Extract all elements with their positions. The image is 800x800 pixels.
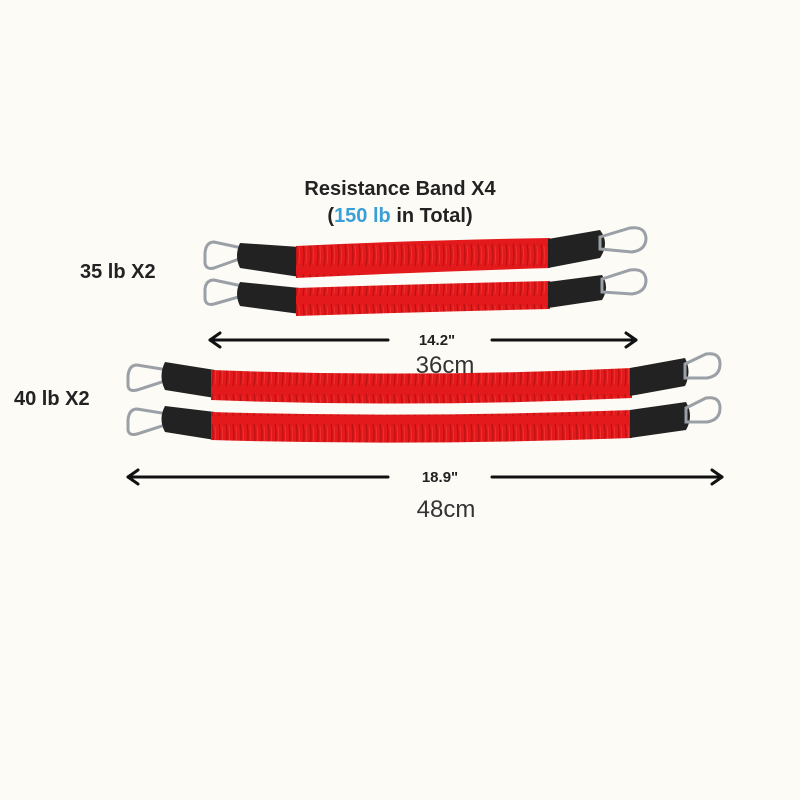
band-35lb-1 [203,226,648,278]
carabiner-clip-icon [203,240,244,270]
carabiner-clip-icon [683,352,722,380]
grip-left [161,362,215,398]
band-body [296,281,550,316]
carabiner-clip-icon [203,278,244,306]
carabiner-clip-icon [600,268,648,296]
total-weight: (150 lb in Total) [0,205,800,228]
group-label-40lb: 40 lb X2 [14,388,90,410]
grip-right [630,402,690,438]
length-cm-35lb: 36cm [415,352,475,379]
length-inches-40lb: 18.9" [421,469,459,486]
band-40lb-1 [126,352,722,404]
carabiner-clip-icon [598,226,648,254]
length-cm-40lb: 48cm [416,496,476,523]
length-inches-35lb: 14.2" [418,332,456,349]
product-title: Resistance Band X4 [304,178,496,200]
band-35lb-2 [203,268,648,316]
total-weight-suffix: in Total) [390,205,473,227]
grip-right [548,275,606,308]
group-label-35lb: 35 lb X2 [80,261,156,283]
grip-right [630,358,689,396]
double-arrow-icon [208,331,638,349]
grip-left [161,406,215,440]
band-body [211,368,632,404]
paren-open: ( [327,205,335,227]
carabiner-clip-icon [684,396,722,424]
total-weight-value: 150 lb [334,205,391,227]
grip-right [548,230,605,268]
band-body [211,410,632,443]
grip-left [237,243,300,277]
grip-left [237,282,300,314]
band-40lb-2 [126,396,722,443]
band-body [296,238,550,278]
double-arrow-icon [126,468,724,486]
